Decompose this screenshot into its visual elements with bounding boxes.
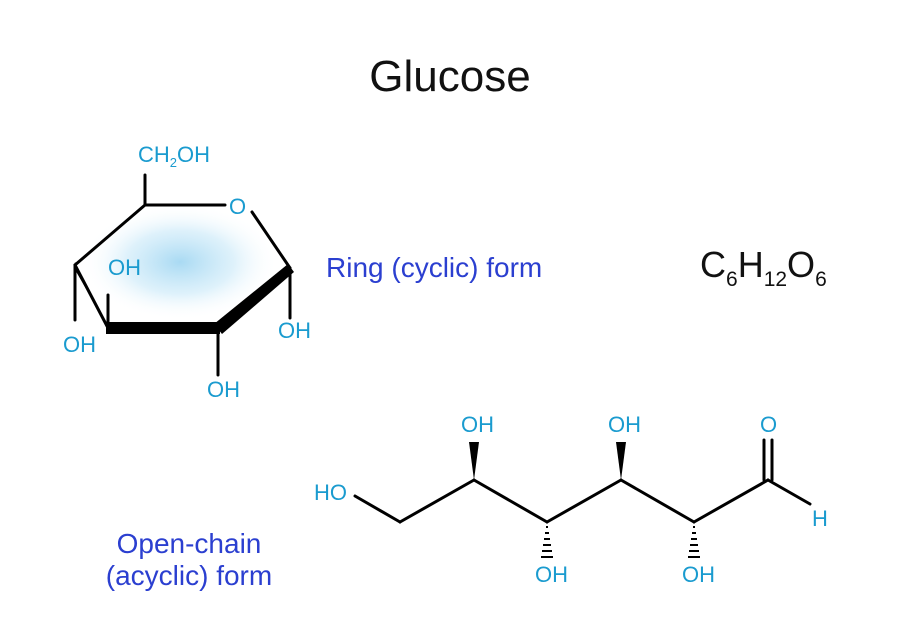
ch2oh-label: CH2OH <box>138 142 210 170</box>
open-chain-caption: Open-chain (acyclic) form <box>84 528 294 592</box>
ring-structure: CH2OH O OH OH OH OH <box>63 142 311 402</box>
wedge-c5-oh <box>469 442 479 480</box>
molecular-formula: C6H12O6 <box>700 244 827 291</box>
ring-form-caption: Ring (cyclic) form <box>326 252 543 283</box>
oh-inner-label: OH <box>108 255 141 280</box>
ring-glow <box>82 204 278 320</box>
bond-c3-c2-bold <box>106 322 220 334</box>
bond-c3-c2 <box>619 478 696 524</box>
bond-c5-c4 <box>73 203 147 267</box>
oh-down-2-label: OH <box>682 562 715 587</box>
page-title: Glucose <box>369 52 531 101</box>
oh-left-label: OH <box>63 332 96 357</box>
aldehyde-h-label: H <box>812 506 828 531</box>
bond-o-c1 <box>250 210 292 270</box>
open-chain-caption-line1: Open-chain <box>116 528 262 559</box>
bond-c2-c1 <box>692 478 770 524</box>
ho-start-label: HO <box>314 480 347 505</box>
oh-right-label: OH <box>278 318 311 343</box>
open-chain-caption-line2: (acyclic) form <box>105 560 273 591</box>
bond-c5-c4 <box>472 478 549 524</box>
bond-ho-c6 <box>353 494 402 524</box>
oh-up-1-label: OH <box>461 412 494 437</box>
bond-c4-c3 <box>545 478 623 524</box>
bond-c4-c3-wedge <box>74 262 112 334</box>
bond-c1-h <box>766 478 812 506</box>
bond-c6-c5 <box>398 478 476 524</box>
hash-c2-oh <box>688 526 700 558</box>
bond-c2-c1-bold <box>214 264 294 334</box>
oh-down-1-label: OH <box>535 562 568 587</box>
oh-up-2-label: OH <box>608 412 641 437</box>
wedge-c3-oh <box>616 442 626 480</box>
chain-structure: HO OH OH OH OH O H <box>314 412 828 587</box>
ring-oxygen-label: O <box>229 194 246 219</box>
oh-bottom-label: OH <box>207 377 240 402</box>
aldehyde-o-label: O <box>760 412 777 437</box>
hash-c4-oh <box>541 526 553 558</box>
